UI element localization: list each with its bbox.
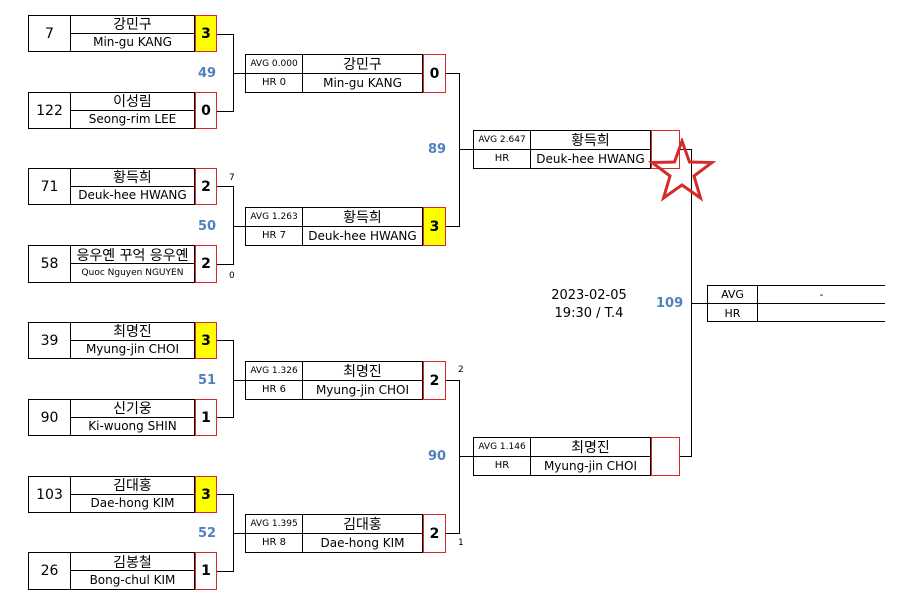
r1-entry-3: 71 황득희 Deuk-hee HWANG <box>28 168 195 205</box>
final-avg-value: - <box>758 286 885 304</box>
r1-entry-5: 39 최명진 Myung-jin CHOI <box>28 322 195 359</box>
r3-entry-1: AVG 2.647 HR 황득희 Deuk-hee HWANG <box>473 130 651 169</box>
seed-number: 90 <box>29 400 71 435</box>
seed-number: 7 <box>29 16 71 51</box>
player-name-ko: 김대홍 <box>303 515 422 534</box>
tiebreak-note: 2 <box>458 365 464 375</box>
seed-number: 26 <box>29 553 71 589</box>
match-number: 49 <box>198 66 217 81</box>
r2-entry-4: AVG 1.395 HR 8 김대홍 Dae-hong KIM <box>245 514 423 553</box>
match-time-table: 19:30 / T.4 <box>554 306 624 321</box>
player-name-ko: 강민구 <box>71 16 194 34</box>
score-cell: 3 <box>195 476 217 513</box>
hr-value: HR <box>474 456 531 475</box>
player-name-en: Min-gu KANG <box>93 35 172 50</box>
hr-value: HR <box>474 149 531 168</box>
seed-number: 122 <box>29 93 71 128</box>
player-name-ko: 김대홍 <box>71 477 194 495</box>
tiebreak-note: 1 <box>458 538 464 548</box>
hr-value: HR 7 <box>246 226 303 245</box>
player-name-en: Ki-wuong SHIN <box>88 419 177 434</box>
avg-value: AVG 0.000 <box>246 55 303 74</box>
tiebreak-note: 0 <box>229 271 235 281</box>
match-number: 89 <box>428 142 447 157</box>
seed-number: 103 <box>29 477 71 512</box>
score-cell: 0 <box>195 92 217 129</box>
player-name-en: Deuk-hee HWANG <box>536 151 645 166</box>
player-name-en: Min-gu KANG <box>323 75 402 90</box>
avg-value: AVG 2.647 <box>474 131 531 150</box>
match-date: 2023-02-05 <box>551 288 627 303</box>
match-number: 109 <box>656 296 684 311</box>
r1-entry-1: 7 강민구 Min-gu KANG <box>28 15 195 52</box>
player-name-en: Seong-rim LEE <box>88 112 177 127</box>
score-cell: 0 <box>423 54 446 93</box>
r2-entry-3: AVG 1.326 HR 6 최명진 Myung-jin CHOI <box>245 361 423 400</box>
score-cell: 3 <box>423 207 446 246</box>
avg-value: AVG 1.146 <box>474 438 531 457</box>
match-number: 52 <box>198 526 217 541</box>
player-name-ko: 최명진 <box>531 438 650 457</box>
player-name-ko: 응우옌 꾸억 응우옌 <box>71 246 194 264</box>
player-name-en: Myung-jin CHOI <box>543 458 638 473</box>
r2-entry-2: AVG 1.263 HR 7 황득희 Deuk-hee HWANG <box>245 207 423 246</box>
player-name-ko: 이성림 <box>71 93 194 111</box>
score-cell: 2 <box>195 245 217 283</box>
score-cell: 1 <box>195 399 217 436</box>
final-entry: AVG HR - <box>707 285 885 322</box>
tiebreak-note: 7 <box>229 173 235 183</box>
r2-entry-1: AVG 0.000 HR 0 강민구 Min-gu KANG <box>245 54 423 93</box>
player-name-en: Deuk-hee HWANG <box>78 188 187 203</box>
hr-value: HR 8 <box>246 533 303 552</box>
avg-value: AVG 1.326 <box>246 362 303 381</box>
hr-value: HR 0 <box>246 73 303 92</box>
match-number: 90 <box>428 449 447 464</box>
player-name-en: Myung-jin CHOI <box>85 342 180 357</box>
player-name-en: Quoc Nguyen NGUYEN <box>81 268 184 278</box>
r1-entry-7: 103 김대홍 Dae-hong KIM <box>28 476 195 513</box>
player-name-ko: 신기웅 <box>71 400 194 418</box>
player-name-ko: 최명진 <box>303 362 422 381</box>
final-hr-value <box>758 304 885 322</box>
score-cell: 2 <box>195 168 217 205</box>
match-number: 50 <box>198 219 217 234</box>
score-cell: 2 <box>423 361 446 400</box>
player-name-en: Bong-chul KIM <box>89 573 176 587</box>
player-name-en: Dae-hong KIM <box>90 496 175 511</box>
avg-value: AVG 1.395 <box>246 515 303 534</box>
score-cell: 3 <box>195 322 217 359</box>
score-cell: 2 <box>423 514 446 553</box>
final-hr-label: HR <box>708 304 758 322</box>
seed-number: 71 <box>29 169 71 204</box>
r1-entry-6: 90 신기웅 Ki-wuong SHIN <box>28 399 195 436</box>
score-cell: 1 <box>195 552 217 590</box>
player-name-ko: 황득희 <box>303 208 422 227</box>
hr-value: HR 6 <box>246 380 303 399</box>
player-name-en: Dae-hong KIM <box>320 535 405 550</box>
r1-entry-8: 26 김봉철 Bong-chul KIM <box>28 552 195 590</box>
seed-number: 58 <box>29 246 71 282</box>
seed-number: 39 <box>29 323 71 358</box>
final-avg-label: AVG <box>708 286 758 304</box>
r1-entry-2: 122 이성림 Seong-rim LEE <box>28 92 195 129</box>
player-name-ko: 강민구 <box>303 55 422 74</box>
player-name-ko: 김봉철 <box>71 553 194 571</box>
player-name-ko: 황득희 <box>71 169 194 187</box>
player-name-ko: 황득희 <box>531 131 650 150</box>
match-number: 51 <box>198 373 217 388</box>
r1-entry-4: 58 응우옌 꾸억 응우옌 Quoc Nguyen NGUYEN <box>28 245 195 283</box>
r3-entry-2: AVG 1.146 HR 최명진 Myung-jin CHOI <box>473 437 651 476</box>
star-icon <box>648 138 716 202</box>
player-name-ko: 최명진 <box>71 323 194 341</box>
avg-value: AVG 1.263 <box>246 208 303 227</box>
player-name-en: Deuk-hee HWANG <box>308 228 417 243</box>
score-cell <box>651 437 680 476</box>
player-name-en: Myung-jin CHOI <box>315 382 410 397</box>
score-cell: 3 <box>195 15 217 52</box>
